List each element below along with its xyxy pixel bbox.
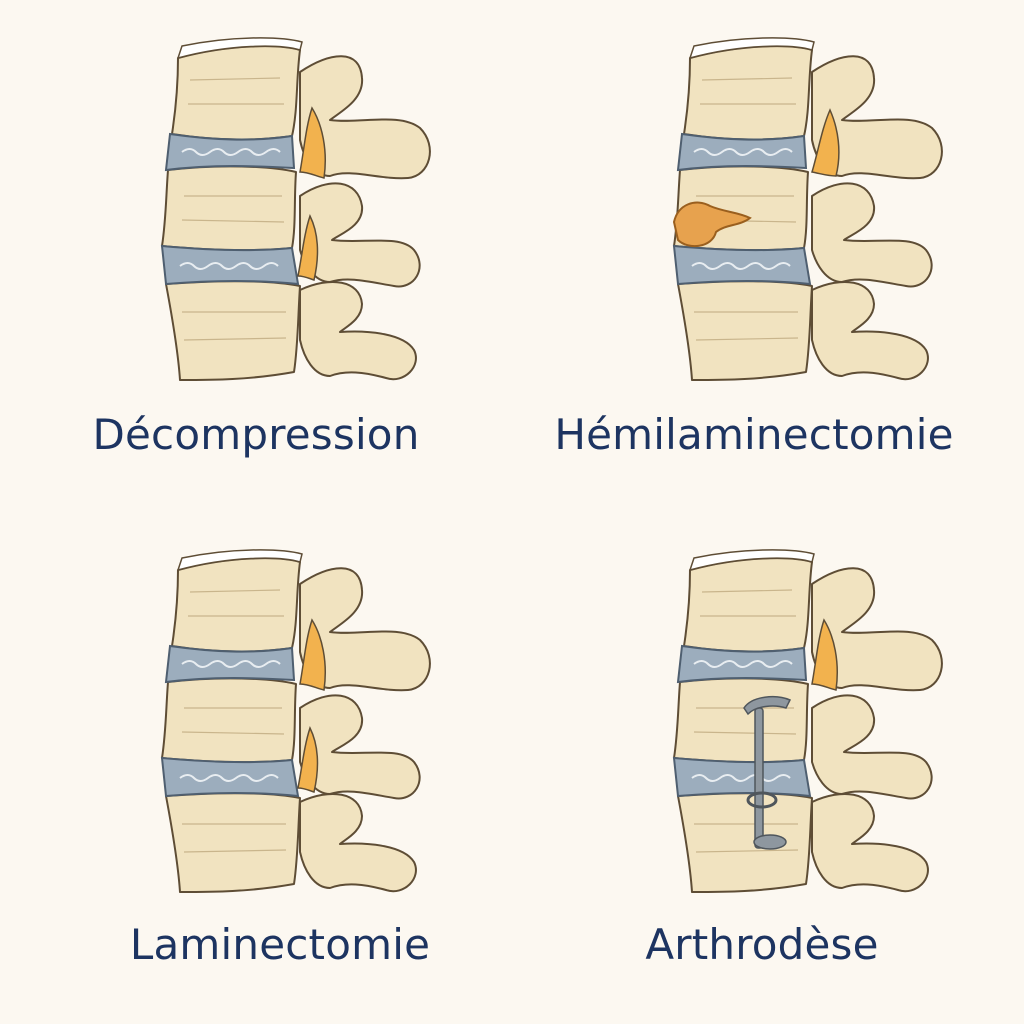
- bone-texture-1: [701, 77, 793, 81]
- fixation-rod: [754, 707, 764, 849]
- vertebral-body-1: [171, 45, 301, 141]
- disc-texture-1: [693, 148, 793, 156]
- panel-arthrodesis: Arthrodèse: [512, 512, 1024, 1024]
- spinous-process-2: [811, 182, 933, 288]
- vertebral-body-1: [683, 557, 813, 653]
- bone-texture-6: [183, 849, 287, 853]
- endplate-top: [176, 37, 303, 60]
- pedicle-screw-head-1: [746, 791, 778, 809]
- intervertebral-disc-1: [164, 644, 296, 684]
- vertebral-body-1: [171, 557, 301, 653]
- spine-illustration-laminectomy: [160, 549, 431, 893]
- bone-texture-4: [181, 731, 285, 735]
- caption-arthrodesis: Arthrodèse: [645, 920, 879, 969]
- intervertebral-disc-2: [160, 756, 300, 798]
- spine-illustration-hemilaminectomy: [672, 37, 943, 381]
- spine-illustration-arthrodesis: [672, 549, 943, 893]
- spinous-process-3: [811, 280, 929, 381]
- ligamentum-flavum-1: [299, 106, 327, 179]
- disc-texture-2: [691, 774, 791, 782]
- bone-texture-6: [695, 337, 799, 341]
- bone-texture-6: [695, 849, 799, 853]
- ligamentum-flavum-2: [297, 214, 319, 281]
- spinous-process-1: [811, 55, 943, 180]
- vertebral-body-2: [673, 677, 809, 764]
- spinous-process-3: [299, 280, 417, 381]
- panel-decompression: Décompression: [0, 0, 512, 512]
- intervertebral-disc-1: [164, 132, 296, 172]
- vertebral-body-3: [677, 792, 813, 893]
- spinous-process-1: [811, 567, 943, 692]
- spine-illustration-decompression: [160, 37, 431, 381]
- pedicle-screw-head-2: [753, 834, 787, 850]
- panel-hemilaminectomy: Hémilaminectomie: [512, 0, 1024, 512]
- vertebral-body-1: [683, 45, 813, 141]
- bone-texture-6: [183, 337, 287, 341]
- vertebral-body-3: [165, 792, 301, 893]
- endplate-top: [688, 37, 815, 60]
- vertebral-body-3: [677, 280, 813, 381]
- intervertebral-disc-2: [672, 244, 812, 286]
- caption-hemilaminectomy: Hémilaminectomie: [554, 410, 954, 459]
- caption-laminectomy: Laminectomie: [129, 920, 431, 969]
- disc-texture-2: [179, 262, 279, 270]
- intervertebral-disc-2: [672, 756, 812, 798]
- caption-decompression: Décompression: [92, 410, 420, 459]
- endplate-top: [688, 549, 815, 572]
- intervertebral-disc-1: [676, 132, 808, 172]
- spinous-process-3: [299, 792, 417, 893]
- disc-texture-1: [181, 660, 281, 668]
- bone-texture-1: [189, 77, 281, 81]
- ligamentum-flavum-2: [297, 726, 319, 793]
- spinous-process-2: [299, 182, 421, 288]
- bone-texture-4: [181, 219, 285, 223]
- vertebral-body-2: [161, 677, 297, 764]
- ligamentum-flavum-1: [299, 618, 327, 691]
- spinous-process-2: [299, 694, 421, 800]
- herniated-disc-fragment: [672, 201, 752, 248]
- rod-connector-top: [743, 695, 792, 716]
- disc-texture-1: [181, 148, 281, 156]
- vertebral-body-3: [165, 280, 301, 381]
- vertebral-body-2: [161, 165, 297, 252]
- spinous-process-1: [299, 55, 431, 180]
- disc-texture-2: [179, 774, 279, 782]
- panel-laminectomy: Laminectomie: [0, 512, 512, 1024]
- disc-texture-1: [693, 660, 793, 668]
- intervertebral-disc-2: [160, 244, 300, 286]
- endplate-top: [176, 549, 303, 572]
- bone-texture-1: [701, 589, 793, 593]
- disc-texture-2: [691, 262, 791, 270]
- spinous-process-2: [811, 694, 933, 800]
- intervertebral-disc-1: [676, 644, 808, 684]
- bone-texture-1: [189, 589, 281, 593]
- spinous-process-3: [811, 792, 929, 893]
- ligamentum-flavum-1: [811, 618, 839, 691]
- spinous-process-1: [299, 567, 431, 692]
- bone-texture-4: [693, 731, 797, 735]
- ligamentum-flavum-1: [811, 108, 840, 177]
